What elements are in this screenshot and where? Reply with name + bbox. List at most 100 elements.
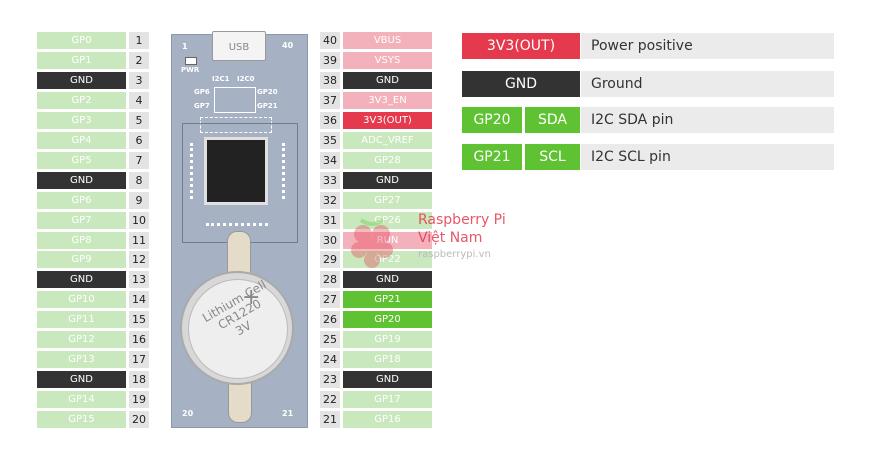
right-pin-number: 26 — [320, 311, 340, 328]
watermark-line2: Việt Nam — [418, 230, 483, 246]
right-pin-number: 28 — [320, 271, 340, 288]
left-pin-label: GP13 — [37, 351, 126, 368]
right-pin-number: 38 — [320, 72, 340, 89]
battery-plus: + — [242, 285, 261, 310]
left-pin-number: 16 — [129, 331, 149, 348]
left-pin-label: GND — [37, 172, 126, 189]
right-pin-label: GP17 — [343, 391, 432, 408]
left-pin-label: GP12 — [37, 331, 126, 348]
pico-board: USB 1 40 PWR I2C1 I2C0 GP6 GP7 GP20 GP21… — [171, 31, 308, 428]
left-pin-number: 9 — [129, 192, 149, 209]
left-pin-number: 12 — [129, 251, 149, 268]
left-pin-number: 4 — [129, 92, 149, 109]
left-pin-number: 17 — [129, 351, 149, 368]
left-pin-label: GP0 — [37, 32, 126, 49]
chip-bottom-pads — [206, 215, 268, 226]
left-pin-number: 13 — [129, 271, 149, 288]
left-pin-label: GP1 — [37, 52, 126, 69]
left-pin-label: GP15 — [37, 411, 126, 428]
left-pin-label: GND — [37, 371, 126, 388]
legend-sda-tag: SDA — [525, 107, 580, 133]
right-pin-label: GP28 — [343, 152, 432, 169]
right-pin-label: GP16 — [343, 411, 432, 428]
raspberry-icon — [351, 218, 393, 268]
right-pin-number: 21 — [320, 411, 340, 428]
legend-power-tag: 3V3(OUT) — [462, 33, 580, 59]
left-pin-label: GP14 — [37, 391, 126, 408]
left-pin-label: GP3 — [37, 112, 126, 129]
right-pin-label: VBUS — [343, 32, 432, 49]
left-pin-label: GP10 — [37, 291, 126, 308]
left-pin-number: 15 — [129, 311, 149, 328]
right-pin-number: 25 — [320, 331, 340, 348]
left-pin-number: 20 — [129, 411, 149, 428]
board-outline — [182, 123, 298, 243]
legend-power-desc: Power positive — [581, 33, 834, 59]
right-pin-number: 22 — [320, 391, 340, 408]
right-pin-number: 31 — [320, 212, 340, 229]
left-pin-number: 8 — [129, 172, 149, 189]
right-pin-label: GP22 — [343, 251, 432, 268]
legend-sda-desc: I2C SDA pin — [581, 107, 834, 133]
left-pin-number: 2 — [129, 52, 149, 69]
pin40-label: 40 — [282, 41, 294, 50]
right-pin-number: 37 — [320, 92, 340, 109]
right-pin-label: GP27 — [343, 192, 432, 209]
legend-ground-desc: Ground — [581, 71, 834, 97]
left-pin-label: GP8 — [37, 232, 126, 249]
right-pin-label: VSYS — [343, 52, 432, 69]
coin-cell-battery: + Lithium Cell CR1220 3V — [180, 271, 294, 385]
chip-right-pads — [272, 143, 285, 199]
right-pin-number: 23 — [320, 371, 340, 388]
left-pin-label: GP6 — [37, 192, 126, 209]
i2c-jumper-pads — [214, 87, 256, 113]
right-pin-number: 32 — [320, 192, 340, 209]
pwr-led — [185, 57, 197, 65]
right-pin-label: 3V3(OUT) — [343, 112, 432, 129]
gp20-silk: GP20 — [257, 88, 278, 96]
left-pin-number: 19 — [129, 391, 149, 408]
left-pin-label: GP7 — [37, 212, 126, 229]
usb-connector: USB — [212, 31, 266, 61]
pin21-label: 21 — [282, 409, 294, 418]
smd-pads-row — [200, 117, 272, 133]
left-pin-number: 14 — [129, 291, 149, 308]
right-pin-label: RUN — [343, 232, 432, 249]
right-pin-number: 35 — [320, 132, 340, 149]
legend-ground-tag: GND — [462, 71, 580, 97]
right-pin-label: GND — [343, 271, 432, 288]
legend-scl-gpio-tag: GP21 — [462, 144, 522, 170]
left-pin-label: GP2 — [37, 92, 126, 109]
pin1-label: 1 — [182, 42, 188, 51]
left-pin-number: 1 — [129, 32, 149, 49]
right-pin-number: 39 — [320, 52, 340, 69]
left-pin-label: GP9 — [37, 251, 126, 268]
right-pin-label: ADC_VREF — [343, 132, 432, 149]
left-pin-number: 11 — [129, 232, 149, 249]
gp6-silk: GP6 — [194, 88, 210, 96]
gp7-silk: GP7 — [194, 102, 210, 110]
right-pin-label: GP19 — [343, 331, 432, 348]
right-pin-label: GP18 — [343, 351, 432, 368]
usb-label: USB — [228, 42, 250, 53]
right-pin-number: 29 — [320, 251, 340, 268]
left-pin-number: 6 — [129, 132, 149, 149]
i2c0-label: I2C0 — [237, 75, 255, 83]
legend-scl-tag: SCL — [525, 144, 580, 170]
left-pin-label: GND — [37, 72, 126, 89]
i2c1-label: I2C1 — [212, 75, 230, 83]
right-pin-label: GP26 — [343, 212, 432, 229]
watermark-line1: Raspberry Pi — [418, 212, 506, 228]
left-pin-number: 10 — [129, 212, 149, 229]
watermark-logo — [343, 212, 403, 272]
left-pin-number: 3 — [129, 72, 149, 89]
mcu-chip — [204, 137, 268, 205]
watermark-line3: raspberrypi.vn — [418, 249, 491, 260]
left-pin-label: GP5 — [37, 152, 126, 169]
left-pin-number: 7 — [129, 152, 149, 169]
pwr-label: PWR — [181, 66, 200, 74]
left-pin-label: GP4 — [37, 132, 126, 149]
chip-left-pads — [190, 143, 203, 199]
left-pin-number: 5 — [129, 112, 149, 129]
right-pin-number: 36 — [320, 112, 340, 129]
